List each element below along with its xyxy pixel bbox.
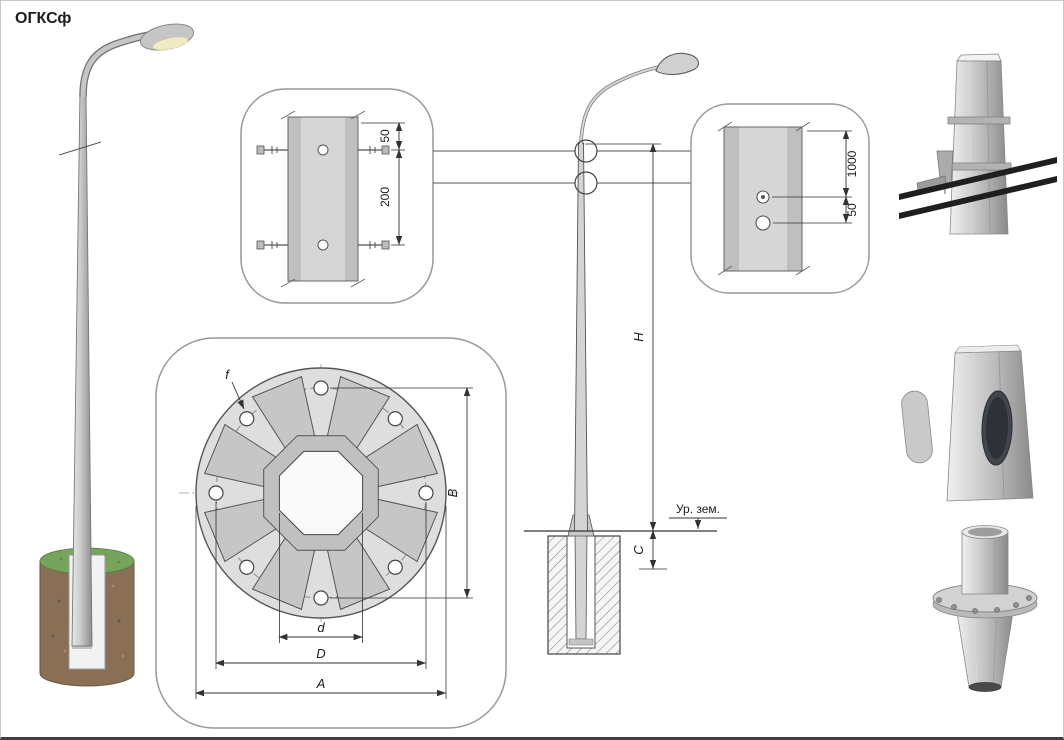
dim-label-D: D <box>316 646 325 661</box>
pole-shaft-3d <box>71 90 93 647</box>
band-clamp <box>256 239 390 251</box>
dim-label-H: H <box>631 332 646 342</box>
ground-level-label: Ур. зем. <box>676 502 720 516</box>
wire-rod <box>899 157 1057 200</box>
pole-shaft-section <box>574 142 588 532</box>
pole-3d-view <box>39 23 195 687</box>
dim-label-50b: 50 <box>845 203 859 217</box>
luminaire-3d <box>139 23 195 51</box>
base-tube <box>961 531 1009 595</box>
wire-rod <box>899 176 1057 219</box>
dim-label-A: A <box>316 676 326 691</box>
dim-label-f: f <box>225 367 230 382</box>
pole-top-3d <box>899 53 1057 235</box>
pole-section <box>723 126 803 272</box>
pole-section <box>287 116 359 282</box>
dim-label-d: d <box>317 620 325 635</box>
hole-detail-callout: 1000 50 <box>690 103 870 294</box>
flange-detail-callout: f B d D A <box>155 337 507 729</box>
handhole-3d <box>901 344 1034 502</box>
detail-leader-lines <box>433 150 691 184</box>
dim-label-50: 50 <box>378 129 392 143</box>
gussets <box>203 375 439 611</box>
cable-hole <box>755 215 771 231</box>
dim-label-200: 200 <box>378 187 392 207</box>
band-clamp <box>256 144 390 156</box>
elevation-view: Ур. зем. H C <box>524 52 727 655</box>
break-mark <box>58 141 102 156</box>
base-insert-3d <box>932 525 1038 692</box>
dim-label-B: B <box>445 488 460 497</box>
pole-socket-hole <box>278 450 364 536</box>
luminaire-section <box>655 52 699 75</box>
dim-label-1000: 1000 <box>845 150 859 177</box>
handhole-cover <box>901 390 933 464</box>
band-clamp-3d <box>947 116 1011 125</box>
flange-bolts <box>936 595 1032 614</box>
bolt-holes <box>208 380 434 606</box>
dim-label-C: C <box>631 545 646 555</box>
detail-marker-circle <box>574 171 598 195</box>
detail-marker-circle <box>574 139 598 163</box>
drawing-title: ОГКСф <box>15 10 71 27</box>
clamp-detail-callout: 50 200 <box>240 88 434 304</box>
band-clamp-3d <box>946 162 1012 171</box>
pole-arm-section <box>579 64 666 145</box>
